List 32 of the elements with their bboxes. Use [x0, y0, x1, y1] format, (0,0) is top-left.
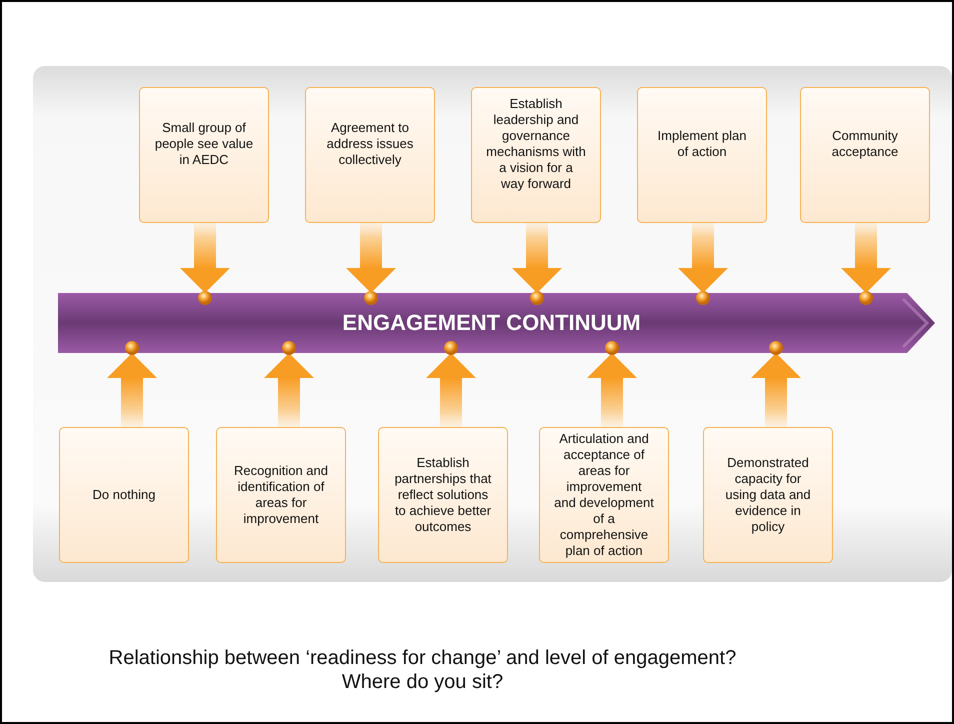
block-arrow — [751, 353, 801, 427]
stage-box — [637, 87, 767, 223]
stage-box — [305, 87, 435, 223]
stage-text: Small group of people see value in AEDC — [154, 120, 254, 168]
stage-text: Recognition and identification of areas for improvement — [233, 463, 329, 527]
stage-text: Agreement to address issues collectively — [326, 120, 414, 168]
block-arrow — [107, 353, 157, 427]
stage-text: Do nothing — [92, 487, 156, 503]
block-arrow — [426, 353, 476, 427]
stage-text: Articulation and acceptance of areas for improvement and development of a comprehensive plan of action — [554, 431, 654, 559]
stage-box — [800, 87, 930, 223]
block-arrow — [512, 223, 562, 293]
caption: Relationship between ‘readiness for change’ and level of engagement? Where do you sit? — [108, 646, 738, 694]
stage-box — [471, 87, 601, 223]
block-arrow — [841, 223, 891, 293]
stage-box — [378, 427, 508, 563]
block-arrow — [264, 353, 314, 427]
stage-box — [703, 427, 833, 563]
stage-box — [216, 427, 346, 563]
stage-text: Community acceptance — [830, 128, 900, 160]
stage-text: Establish leadership and governance mechanisms with a vision for a way forward — [486, 96, 586, 192]
block-arrow — [587, 353, 637, 427]
stage-box — [139, 87, 269, 223]
stage-text: Demonstrated capacity for using data and evidence in policy — [724, 455, 812, 535]
block-arrow — [180, 223, 230, 293]
band-title: ENGAGEMENT CONTINUUM — [342, 310, 641, 336]
stage-box — [59, 427, 189, 563]
block-arrow — [678, 223, 728, 293]
stage-box — [539, 427, 669, 563]
block-arrow — [346, 223, 396, 293]
stage-text: Establish partnerships that reflect solutions to achieve better outcomes — [394, 455, 492, 535]
stage-text: Implement plan of action — [656, 128, 748, 160]
